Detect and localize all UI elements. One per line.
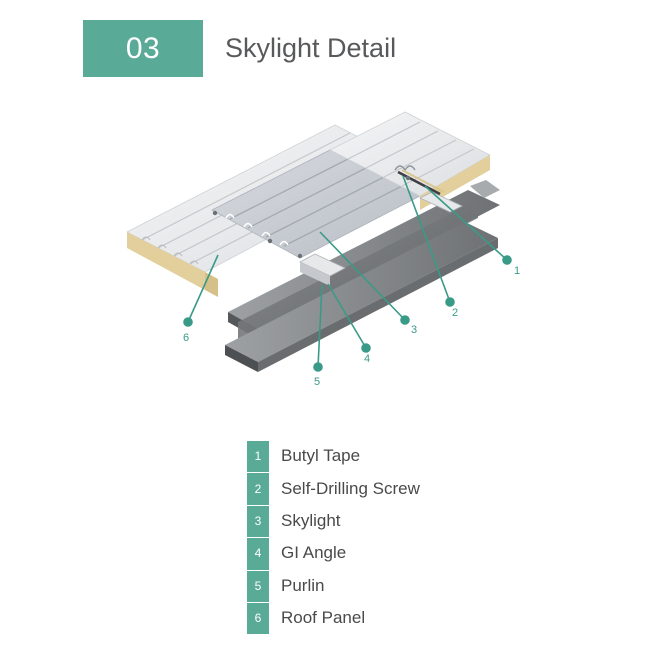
callout-4-leader xyxy=(327,283,367,349)
callout-3-dot xyxy=(400,315,410,325)
section-number-badge: 03 xyxy=(83,20,203,77)
legend-item: 4 GI Angle xyxy=(247,537,420,570)
legend-number: 6 xyxy=(247,601,269,635)
butyl-tape xyxy=(397,169,445,196)
callout-3-leader xyxy=(319,231,406,321)
skylight-illustration: 1 2 3 4 5 6 xyxy=(126,111,520,388)
callout-2-label: 2 xyxy=(452,307,458,319)
legend-number: 3 xyxy=(247,504,269,538)
legend-item: 3 Skylight xyxy=(247,504,420,538)
legend-label: Butyl Tape xyxy=(281,446,361,466)
callout-5-dot xyxy=(313,362,323,372)
legend-label: Skylight xyxy=(281,510,341,530)
legend-number: 2 xyxy=(247,472,269,505)
gi-angle xyxy=(299,191,463,286)
callout-1-leader xyxy=(424,185,508,261)
legend-item: 6 Roof Panel xyxy=(247,601,420,635)
self-drilling-screws xyxy=(212,175,411,259)
legend-label: Purlin xyxy=(281,575,325,595)
legend-label: GI Angle xyxy=(281,543,347,563)
header: 03 Skylight Detail xyxy=(83,20,396,77)
callout-6-leader xyxy=(187,254,219,323)
legend-label: Self-Drilling Screw xyxy=(281,478,420,498)
callout-6-dot xyxy=(183,317,193,327)
callout-5-leader xyxy=(317,284,323,368)
callout-4-dot xyxy=(361,343,371,353)
legend-label: Roof Panel xyxy=(281,608,366,628)
callout-4-label: 4 xyxy=(364,353,370,365)
legend-item: 1 Butyl Tape xyxy=(247,440,420,473)
legend-number: 4 xyxy=(247,537,269,570)
callout-1-label: 1 xyxy=(514,265,520,277)
callout-2-dot xyxy=(445,297,455,307)
legend: 1 Butyl Tape 2 Self-Drilling Screw 3 Sky… xyxy=(247,440,420,635)
callout-5-label: 5 xyxy=(314,376,320,388)
callout-3-label: 3 xyxy=(411,324,417,336)
legend-item: 5 Purlin xyxy=(247,569,420,602)
legend-number: 5 xyxy=(247,569,269,602)
callout-1-dot xyxy=(502,255,512,265)
legend-item: 2 Self-Drilling Screw xyxy=(247,472,420,505)
page-title: Skylight Detail xyxy=(225,33,397,63)
purlin-beam xyxy=(225,180,500,372)
legend-number: 1 xyxy=(247,440,269,473)
callout-6-label: 6 xyxy=(183,332,189,344)
callout-2-leader xyxy=(402,175,451,303)
